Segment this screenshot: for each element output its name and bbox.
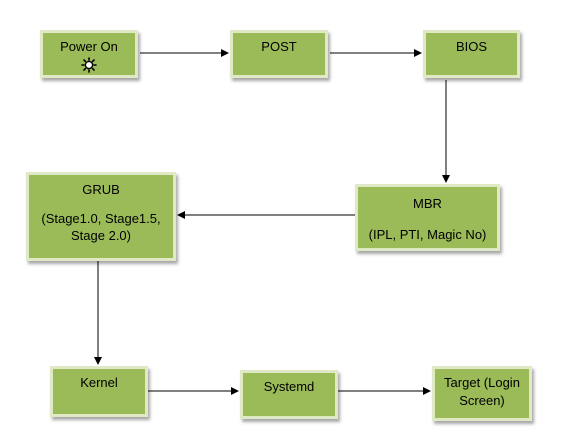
node-post-label: POST: [261, 39, 297, 54]
node-mbr-detail: (IPL, PTI, Magic No): [368, 226, 487, 242]
node-power-on-label: Power On: [60, 39, 118, 54]
node-kernel-label: Kernel: [80, 375, 118, 390]
node-bios: BIOS: [423, 30, 520, 78]
node-mbr: MBR (IPL, PTI, Magic No): [355, 184, 500, 251]
node-kernel: Kernel: [50, 366, 148, 417]
node-grub-label: GRUB: [82, 182, 120, 197]
node-grub-detail: (Stage1.0, Stage1.5, Stage 2.0): [41, 210, 161, 244]
node-systemd: Systemd: [240, 370, 338, 419]
power-icon: [81, 56, 97, 73]
node-mbr-label: MBR: [413, 196, 442, 211]
node-power-on: Power On: [40, 30, 138, 78]
node-target-label: Target (Login Screen): [444, 375, 520, 408]
node-grub: GRUB (Stage1.0, Stage1.5, Stage 2.0): [26, 172, 176, 261]
node-target: Target (Login Screen): [432, 366, 532, 421]
node-systemd-label: Systemd: [263, 379, 315, 394]
node-bios-label: BIOS: [455, 39, 488, 54]
node-post: POST: [230, 30, 328, 78]
